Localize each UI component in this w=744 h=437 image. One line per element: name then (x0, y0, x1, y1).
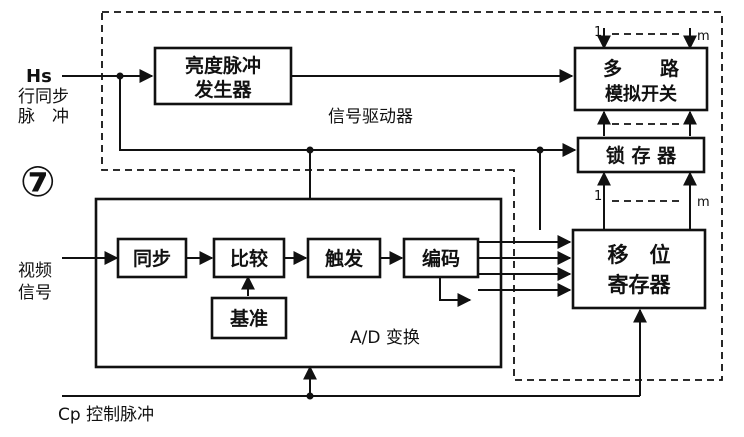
svg-text:编码: 编码 (422, 247, 460, 270)
mux-output-bus (597, 28, 697, 50)
video-signal-label-1: 视频 (18, 261, 52, 281)
latch-bus-first-label: 1 (594, 189, 602, 204)
sync-block: 同步 (116, 237, 188, 279)
ad-control-wire (306, 146, 314, 199)
hs-label: Hs (26, 66, 52, 87)
svg-text:多 路: 多 路 (603, 57, 680, 80)
figure-number: ⑦ (20, 157, 56, 206)
cp-control-wire (62, 308, 647, 400)
ad-convert-label: A/D 变换 (350, 328, 420, 348)
shift-to-latch-bus (597, 171, 697, 230)
trigger-block: 触发 (306, 237, 382, 279)
reference-block: 基准 (210, 296, 288, 340)
svg-text:发生器: 发生器 (193, 78, 252, 101)
svg-text:基准: 基准 (229, 307, 268, 330)
latch-to-mux-bus (597, 110, 697, 136)
brightness-pulse-generator: 亮度脉冲 发生器 (153, 46, 293, 106)
latch-block: 锁 存 器 (576, 136, 706, 174)
shift-register-block: 移 位 寄存器 (571, 228, 707, 310)
latch-bus-last-label: m (697, 195, 710, 210)
latch-control-wire (536, 146, 544, 230)
signal-driver-boundary (101, 11, 723, 381)
svg-text:移 位: 移 位 (608, 243, 671, 267)
cp-control-pulse-label: Cp 控制脉冲 (58, 405, 154, 425)
encoder-to-shift-bus (478, 235, 572, 297)
svg-text:触发: 触发 (325, 247, 364, 270)
multiplexer-analog-switch: 多 路 模拟开关 (573, 46, 709, 112)
compare-block: 比较 (212, 237, 286, 279)
svg-text:同步: 同步 (133, 248, 171, 270)
hs-input-wire (62, 69, 577, 157)
internal-chain-wires (186, 251, 472, 307)
video-signal-label-2: 信号 (18, 283, 52, 303)
mux-bus-first-label: 1 (594, 25, 602, 40)
svg-text:亮度脉冲: 亮度脉冲 (185, 54, 261, 77)
line-sync-pulse-label-1: 行同步 (18, 87, 69, 107)
encode-block: 编码 (402, 237, 480, 279)
svg-text:寄存器: 寄存器 (608, 273, 672, 297)
svg-text:模拟开关: 模拟开关 (605, 83, 677, 105)
mux-bus-last-label: m (697, 29, 710, 44)
svg-text:锁 存 器: 锁 存 器 (606, 144, 677, 167)
svg-text:比较: 比较 (230, 247, 268, 270)
signal-driver-label: 信号驱动器 (328, 107, 413, 127)
ad-converter-box (94, 197, 503, 369)
line-sync-pulse-label-2: 脉 冲 (18, 107, 69, 127)
